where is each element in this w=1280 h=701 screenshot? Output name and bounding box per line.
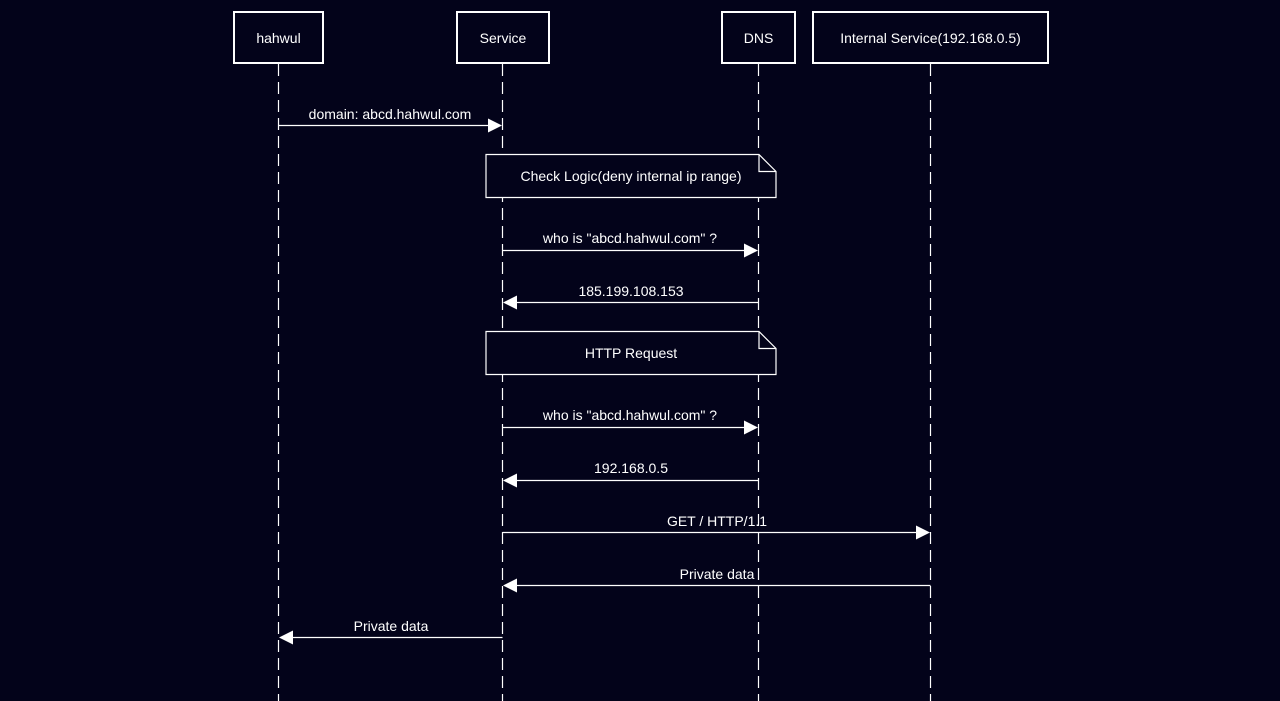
participant-label: Internal Service(192.168.0.5)	[840, 30, 1021, 46]
participant-hahwul: hahwul	[233, 11, 324, 64]
message-who-is-2: who is "abcd.hahwul.com" ?	[502, 407, 758, 435]
participant-label: Service	[480, 30, 527, 46]
note-http-request: HTTP Request	[485, 330, 777, 376]
arrowhead-left	[503, 473, 517, 488]
note-label: Check Logic(deny internal ip range)	[520, 168, 741, 184]
message-label: GET / HTTP/1.1	[667, 513, 767, 529]
message-label: Private data	[680, 566, 755, 582]
participant-label: DNS	[744, 30, 774, 46]
note-box	[485, 153, 777, 199]
participant-internal-service: Internal Service(192.168.0.5)	[812, 11, 1049, 64]
message-label: 185.199.108.153	[578, 283, 683, 299]
arrowhead-left	[503, 295, 517, 310]
message-label: who is "abcd.hahwul.com" ?	[542, 407, 717, 423]
participant-label: hahwul	[256, 30, 300, 46]
message-label: Private data	[354, 618, 429, 634]
participant-dns: DNS	[721, 11, 796, 64]
participant-box	[233, 11, 324, 64]
message-http-get: GET / HTTP/1.1	[502, 513, 930, 540]
arrowhead-left	[279, 630, 293, 645]
participant-box	[456, 11, 550, 64]
arrowhead-right	[488, 118, 502, 133]
message-domain: domain: abcd.hahwul.com	[278, 106, 502, 133]
arrowhead-left	[503, 578, 517, 593]
note-label: HTTP Request	[585, 345, 677, 361]
lifelines	[277, 64, 932, 701]
note-box	[485, 330, 777, 376]
message-who-is-1: who is "abcd.hahwul.com" ?	[502, 230, 758, 258]
participant-box	[812, 11, 1049, 64]
message-internal-ip: 192.168.0.5	[503, 460, 759, 488]
note-fold	[758, 331, 776, 350]
message-label: domain: abcd.hahwul.com	[309, 106, 472, 122]
note-check-logic: Check Logic(deny internal ip range)	[485, 153, 777, 199]
arrowhead-right	[744, 243, 758, 258]
note-fold	[758, 154, 776, 173]
message-label: who is "abcd.hahwul.com" ?	[542, 230, 717, 246]
arrowhead-right	[744, 420, 758, 435]
arrowhead-right	[916, 525, 930, 540]
message-private-data-return: Private data	[279, 618, 503, 645]
message-public-ip: 185.199.108.153	[503, 283, 759, 310]
participant-box	[721, 11, 796, 64]
message-label: 192.168.0.5	[594, 460, 668, 476]
message-private-data-response: Private data	[503, 566, 931, 593]
participant-service: Service	[456, 11, 550, 64]
